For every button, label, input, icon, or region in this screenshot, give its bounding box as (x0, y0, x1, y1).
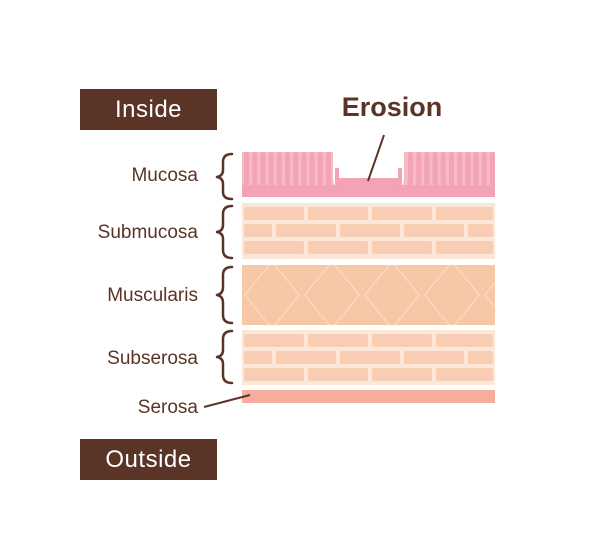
muscle-cell (242, 292, 269, 325)
villus (424, 152, 430, 186)
brick (372, 207, 432, 220)
muscularis-layer (242, 232, 569, 358)
submucosa-label: Submucosa (97, 222, 198, 243)
brick (244, 351, 272, 364)
villus (276, 152, 282, 186)
subserosa-label: Subserosa (107, 348, 198, 369)
muscle-cell (335, 292, 389, 325)
brick (404, 224, 464, 237)
villus (268, 152, 274, 186)
villus (490, 152, 495, 186)
brick (244, 241, 304, 254)
muscularis-brace (215, 265, 234, 325)
muscle-cell (455, 292, 495, 325)
brick (244, 224, 272, 237)
erosion-pointer (367, 134, 385, 182)
muscle-cell (335, 265, 389, 298)
erosion-label: Erosion (341, 92, 443, 122)
brick (436, 241, 493, 254)
villus (449, 152, 454, 186)
brick (244, 334, 304, 347)
muscle-cell (365, 265, 419, 325)
brick (404, 351, 464, 364)
villus (309, 152, 315, 186)
brick (340, 224, 400, 237)
brick (468, 224, 493, 237)
subserosa-layer (242, 330, 495, 385)
villus (260, 152, 266, 186)
villus (317, 152, 323, 186)
villus (432, 152, 438, 186)
brick (244, 368, 304, 381)
muscle-cell (515, 292, 569, 358)
villus (252, 152, 258, 186)
brick (276, 351, 336, 364)
brick (372, 241, 432, 254)
muscle-cell (245, 265, 299, 325)
mucosa-layer (242, 152, 495, 197)
brick (372, 334, 432, 347)
brick (276, 224, 336, 237)
muscle-cell (242, 265, 269, 298)
brick (436, 334, 493, 347)
subserosa-brace (215, 329, 234, 385)
brick (468, 351, 493, 364)
villus (440, 152, 446, 186)
inside-label: Inside (80, 89, 217, 130)
brick (308, 207, 368, 220)
muscle-cell (395, 265, 449, 298)
villus (465, 152, 471, 186)
brick (436, 368, 493, 381)
brick (308, 334, 368, 347)
serosa-pointer (203, 394, 251, 408)
muscle-cell (455, 265, 495, 298)
brick (436, 207, 493, 220)
brick (340, 351, 400, 364)
villus (473, 152, 479, 186)
mucosa-brace (215, 152, 234, 201)
villus (301, 152, 307, 186)
brick (372, 368, 432, 381)
villus (326, 152, 331, 186)
outside-label: Outside (80, 439, 217, 480)
muscle-cell (515, 232, 569, 298)
serosa-layer (242, 390, 495, 403)
villus (244, 152, 249, 186)
muscle-cell (425, 265, 479, 325)
serosa-label: Serosa (137, 397, 198, 418)
villus (457, 152, 463, 186)
villus (481, 152, 487, 186)
muscle-cell (395, 292, 449, 325)
submucosa-layer (242, 203, 495, 259)
muscle-cell (275, 292, 329, 325)
muscularis-label: Muscularis (107, 285, 198, 306)
villus (293, 152, 299, 186)
villus (285, 152, 290, 186)
submucosa-brace (215, 204, 234, 260)
villus (408, 152, 413, 186)
muscle-cell (305, 265, 359, 325)
muscle-cell (275, 265, 329, 298)
brick (308, 241, 368, 254)
muscle-cell (485, 282, 495, 308)
brick (308, 368, 368, 381)
mucosa-label: Mucosa (131, 165, 198, 186)
villus (416, 152, 422, 186)
brick (244, 207, 304, 220)
